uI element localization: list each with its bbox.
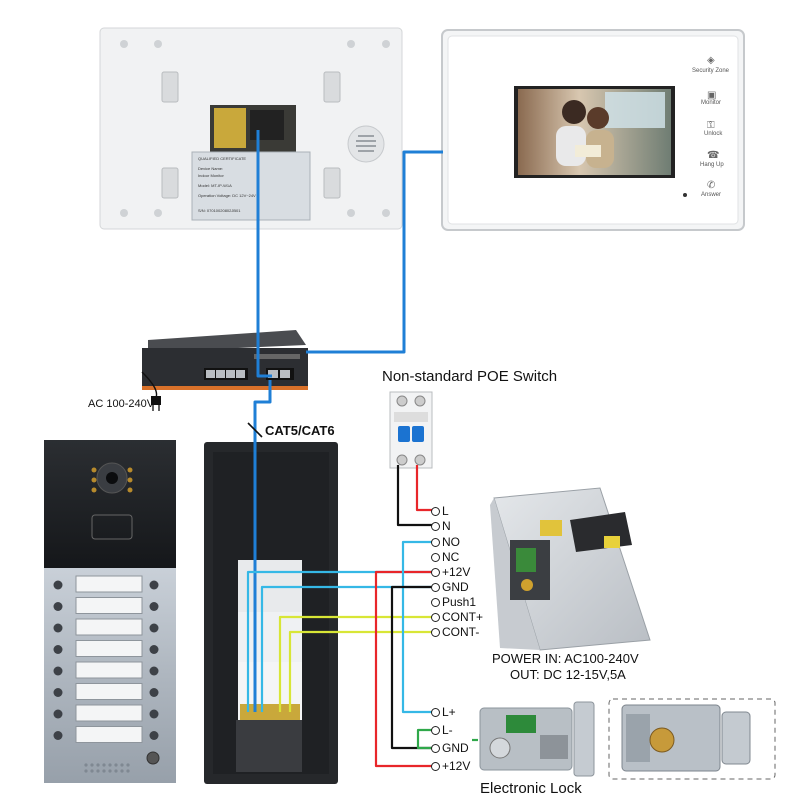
terminal-Push1: Push1 (431, 595, 476, 609)
terminal-N: N (431, 519, 451, 533)
nameplate (75, 704, 143, 722)
wire-blue-no (401, 540, 434, 714)
ac-plug-icon (141, 371, 161, 411)
call-button (53, 602, 63, 611)
poe-switch-label: Non-standard POE Switch (382, 368, 558, 385)
terminal-dot (431, 744, 440, 753)
call-button (53, 709, 63, 719)
call-button (53, 623, 63, 633)
terminal-dot (431, 522, 440, 531)
wire-cyan-a (246, 570, 434, 712)
terminal-lock-GND: GND (431, 741, 469, 755)
terminal-dot (431, 762, 440, 771)
terminal-L: L (431, 504, 449, 518)
shield-icon: ◈ (707, 55, 715, 66)
wire-N (396, 465, 434, 527)
terminal-lock-Lminus: L- (431, 723, 453, 737)
terminal-dot (431, 628, 440, 637)
call-button (53, 580, 63, 590)
ac-input-label: AC 100-240V (88, 398, 155, 410)
call-button (149, 688, 159, 697)
nameplate (75, 575, 143, 593)
nameplate (75, 726, 143, 743)
wire-cont-plus (278, 615, 434, 712)
call-button (149, 623, 159, 633)
monitor-front-panel (441, 29, 745, 231)
terminal-NO: NO (431, 535, 460, 549)
call-button (53, 666, 63, 676)
terminal-lock-Lplus: L+ (431, 705, 456, 719)
poe-switch-device (142, 330, 308, 390)
cable-tick (247, 422, 263, 438)
terminal-dot (431, 583, 440, 592)
key-icon: ⚿ (707, 120, 715, 131)
button-label-unlock: Unlock (704, 131, 723, 137)
nameplate (75, 683, 143, 700)
terminal-dot (431, 613, 440, 622)
phone-icon: ☎ (707, 150, 720, 161)
circuit-breaker (389, 391, 433, 469)
power-out-label: OUT: DC 12-15V,5A (510, 667, 626, 682)
button-label-hang-up: Hang Up (700, 162, 724, 168)
call-button (149, 580, 159, 590)
wire-cont-minus (288, 630, 434, 712)
cable-type-label: CAT5/CAT6 (265, 423, 335, 438)
call-button (149, 666, 159, 676)
outdoor-station-back (204, 442, 338, 784)
nameplate (75, 618, 143, 636)
monitor-back-panel (99, 27, 403, 230)
terminal-lock-12v: +12V (431, 759, 470, 773)
power-supply (490, 487, 651, 651)
cert-serial: S/N: 07010020802JB01 (198, 208, 241, 213)
button-label-monitor: Monitor (701, 100, 722, 106)
call-button (149, 645, 159, 654)
terminal-dot (431, 726, 440, 735)
terminal-NC: NC (431, 550, 459, 564)
call-button (149, 731, 159, 740)
nameplate (75, 597, 143, 614)
network-cable-monitor-back (256, 130, 272, 378)
wire-red-12v (374, 570, 434, 768)
call-button (53, 645, 63, 654)
wiring (246, 130, 478, 768)
answer-icon: ✆ (707, 180, 716, 191)
terminal-dot (431, 553, 440, 562)
terminal-GND: GND (431, 580, 469, 594)
cert-line1: Device Name: (198, 166, 224, 171)
cert-line4: Operation Voltage: DC 12V~24V (198, 193, 256, 198)
nameplate (75, 640, 143, 657)
call-button (53, 731, 63, 740)
network-cable-outdoor (253, 380, 272, 712)
terminal-dot (431, 538, 440, 547)
monitor-icon: ▣ (707, 90, 717, 101)
network-cable-monitor-front (306, 150, 443, 354)
call-button (53, 688, 63, 697)
electronic-lock-device (479, 698, 776, 780)
outdoor-station-front (44, 440, 176, 783)
button-label-security-zone: Security Zone (692, 68, 730, 74)
terminal-dot (431, 568, 440, 577)
cert-title: QUALIFIED CERTIFICATE (198, 156, 247, 161)
cert-line2: Indoor Monitor (198, 173, 224, 178)
nameplate (75, 661, 143, 679)
button-label-answer: Answer (701, 192, 722, 198)
terminal-dot (431, 598, 440, 607)
terminal-dot (431, 507, 440, 516)
wire-L (415, 465, 434, 512)
call-button (149, 709, 159, 719)
terminal-cont-minus: CONT- (431, 625, 479, 639)
call-button (149, 602, 159, 611)
power-in-label: POWER IN: AC100-240V (492, 651, 639, 666)
electronic-lock-label: Electronic Lock (480, 780, 582, 797)
terminal-12v: +12V (431, 565, 470, 579)
terminal-dot (431, 708, 440, 717)
wire-gnd-lock (390, 585, 434, 750)
wire-green (416, 728, 434, 750)
terminal-cont-plus: CONT+ (431, 610, 483, 624)
cert-line3: Model: MT-IP-W1A (198, 183, 232, 188)
